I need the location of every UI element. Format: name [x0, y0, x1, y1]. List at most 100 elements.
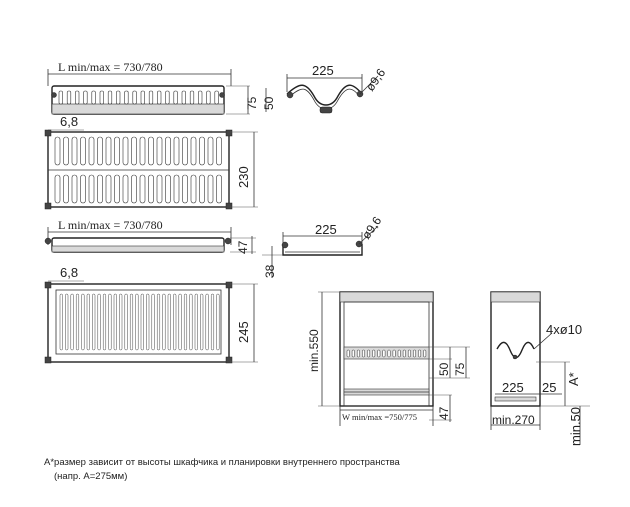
tray-slot [65, 293, 69, 351]
rack-slot [216, 136, 222, 166]
cabinet-rack-tooth [351, 349, 355, 358]
tray-slot [162, 293, 166, 351]
tray-slot [97, 293, 101, 351]
rack-slot [156, 136, 163, 166]
tray-profile-rod-label: ø9,6 [359, 214, 384, 242]
cabinet-rack-teeth [346, 349, 427, 358]
tray-slot [140, 293, 144, 351]
rack-slot [148, 174, 154, 204]
cabinet-min-height-label: min.550 [307, 329, 321, 372]
tray-slot [210, 293, 215, 351]
plate-profile-width-label: 225 [312, 63, 334, 78]
rack-slot [199, 174, 205, 204]
rack-tooth [75, 90, 80, 105]
tray-slot [108, 293, 112, 351]
tray-slot [75, 293, 80, 351]
cabinet-a-label: A* [566, 372, 581, 386]
rack-slot [131, 136, 137, 166]
rack-slot [190, 174, 197, 204]
rack-slot [139, 174, 146, 204]
tray-slot [86, 293, 90, 351]
tray-slot [173, 293, 177, 351]
cabinet-rack-dim-a: 50 [437, 362, 451, 376]
cabinet-rack-tooth [387, 349, 391, 358]
cabinet-rack-tooth [397, 349, 401, 358]
rack-slot [182, 174, 188, 204]
cabinet-min-side-label: min.50 [568, 407, 583, 446]
rack-tooth [66, 90, 72, 105]
rack-slot [131, 174, 137, 204]
rack-tooth [181, 90, 186, 105]
rack-tooth [214, 90, 219, 105]
rack-slot [207, 136, 214, 166]
tray-slot [59, 293, 63, 351]
rack-tooth [124, 90, 129, 105]
tray-slot [216, 293, 220, 351]
cabinet-rack-tooth [413, 349, 416, 358]
plate-front-height-label: 230 [236, 166, 251, 188]
tray-slot [178, 293, 182, 351]
cabinet-rack-tooth [356, 349, 360, 358]
tray-profile: 225 ø9,6 38 [262, 214, 384, 278]
cabinet-rack-tooth [418, 349, 422, 358]
tray-front-view: 6,8 245 [44, 265, 258, 364]
footnote-line-2: (напр. А=275мм) [54, 471, 127, 482]
cabinet-rack-tooth [382, 349, 386, 358]
rack-slot [216, 174, 222, 204]
rack-slot [80, 136, 86, 166]
rack-tooth [198, 90, 203, 105]
plate-rack-length-label: L min/max = 730/780 [58, 60, 163, 74]
tray-slots [59, 293, 220, 351]
tray-slot [151, 293, 155, 351]
tray-height-label: 47 [236, 240, 250, 254]
cabinet-holes-label: 4xø10 [546, 322, 582, 337]
cabinet-rack-tooth [367, 349, 371, 358]
rack-slot [105, 174, 112, 204]
rack-tooth [165, 90, 170, 105]
tray-front-height-label: 245 [236, 321, 251, 343]
tray-slot [81, 293, 85, 351]
tray-slot [200, 293, 204, 351]
tray-slot [189, 293, 193, 351]
cabinet-width-label: W min/max =750/775 [342, 412, 417, 422]
rack-slot [54, 136, 61, 166]
plate-rack-front-view: 6,8 230 [44, 114, 258, 210]
rack-slot [173, 136, 180, 166]
cabinet-front-view: min.550 50 75 47 W min/max =750/775 [307, 291, 470, 426]
rack-slot [97, 174, 103, 204]
rack-tooth [148, 90, 154, 105]
rack-slot [156, 174, 163, 204]
tray-top-view: L min/max = 730/780 47 [44, 218, 256, 254]
plate-front-offset-label: 6,8 [60, 114, 78, 129]
tray-slot [194, 293, 198, 351]
rack-tooth [58, 90, 63, 105]
rack-slot [182, 136, 188, 166]
cabinet-rack-tooth [407, 349, 411, 358]
tray-slot [70, 293, 74, 351]
rack-tooth [189, 90, 195, 105]
rack-slot [71, 136, 78, 166]
plate-rack-teeth [58, 90, 219, 105]
tray-slot [146, 293, 150, 351]
rack-tooth [132, 90, 137, 105]
tray-slot [124, 293, 128, 351]
tray-slot [113, 293, 117, 351]
cabinet-side-view: 4xø10 A* 225 25 min.270 min.50 [490, 291, 590, 446]
rack-slot [114, 174, 120, 204]
cabinet-rack-tooth [377, 349, 381, 358]
rack-slot [88, 136, 95, 166]
cabinet-rack-tooth [372, 349, 376, 358]
rack-slot [63, 136, 69, 166]
rack-tooth [116, 90, 121, 105]
rack-slot [139, 136, 146, 166]
rack-slot [63, 174, 69, 204]
rack-slot [105, 136, 112, 166]
plate-rack-top-view: L min/max = 730/780 75 50 [47, 60, 276, 115]
rack-tooth [83, 90, 88, 105]
cabinet-tray-offset-label: 25 [542, 380, 556, 395]
rack-slot [80, 174, 86, 204]
rack-slot [122, 174, 129, 204]
rack-slot [207, 174, 214, 204]
cabinet-rack-dim-b: 75 [453, 362, 467, 376]
